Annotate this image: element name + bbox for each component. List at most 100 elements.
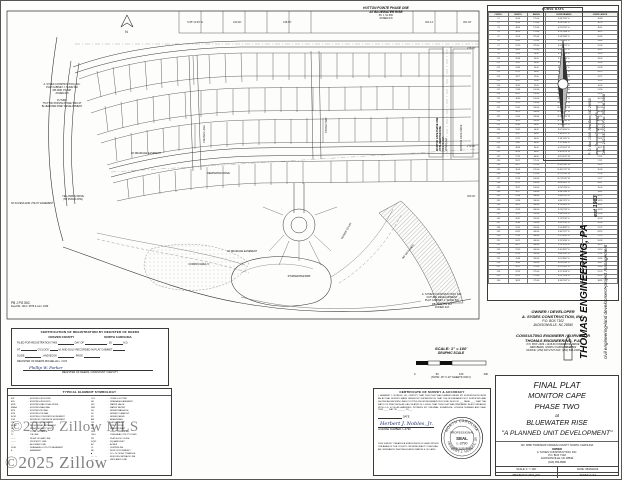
map-label-access-easement: 30' ACCESS AND UTILITY EASEMENT — [11, 202, 54, 205]
symbology-description: EXISTING IRON ROD — [30, 400, 51, 403]
engineer-est-year: est 1983 — [593, 195, 599, 217]
symbology-row: (R):RIGHT-OF-WAY POINT — [11, 428, 88, 431]
symbology-abbr: NF — [91, 449, 94, 452]
title-phase: PHASE TWO — [534, 401, 580, 411]
map-label-stormwater-bmp: STORMWATER BMP — [287, 275, 311, 278]
map-label-drainage-easement: 20' DRAINAGE EASEMENT — [131, 152, 162, 155]
register-book-field[interactable] — [57, 354, 74, 358]
symbology-row: FH:FIRE HYDRANT — [91, 428, 168, 431]
symbology-abbr: —— — [11, 437, 16, 440]
symbology-colon: : — [107, 403, 109, 406]
symbology-colon: : — [107, 455, 109, 458]
symbology-row: D/UE:DRAINAGE & UTILITY EASEMENT — [11, 447, 88, 450]
title-owner-2: P.O. BOX 7102 — [548, 454, 566, 458]
register-month-field[interactable] — [84, 341, 107, 345]
certificate-date-field[interactable] — [378, 415, 402, 419]
symbology-abbr: CM — [11, 422, 15, 425]
symbology-colon: : — [27, 443, 29, 446]
symbology-row: WV:WATER VALVE — [91, 404, 168, 407]
register-title: CERTIFICATION OF REGISTRATION BY REGISTE… — [40, 330, 140, 334]
symbology-colon: : — [107, 428, 109, 431]
symbology-row: (T):TOTAL DISTANCE — [11, 431, 88, 434]
symbology-description: NOW OR FORMERLY — [110, 449, 131, 452]
symbology-description: WATER VALVE — [110, 403, 125, 406]
title-final-plat: FINAL PLAT — [533, 380, 581, 390]
symbology-abbr: NCGP — [11, 425, 18, 428]
symbology-colon: : — [27, 449, 29, 452]
register-page-field[interactable] — [83, 354, 100, 358]
symbology-colon: : — [27, 425, 29, 428]
symbology-colon: : — [27, 428, 29, 431]
map-street-label-yellowfin: YELLOWFIN DRIVE (50' PUBLIC R/W) — [62, 195, 84, 201]
symbology-abbr: EPK — [11, 410, 16, 413]
symbology-colon: : — [27, 431, 29, 434]
symbology-abbr: TL — [11, 434, 14, 437]
map-label-common-area-c: COMMON AREA 'C' — [188, 263, 210, 266]
graphic-scale-label: GRAPHIC SCALE — [437, 351, 465, 355]
symbology-colon: : — [27, 400, 29, 403]
certificate-signature: Herbert J. Nobles, Jr. — [380, 420, 433, 427]
register-body-3c: , PAGE — [74, 354, 83, 358]
symbology-colon: : — [107, 425, 109, 428]
symbology-colon: : — [27, 397, 29, 400]
symbology-row: ECM:EXISTING CONCRETE MONUMENT — [11, 416, 88, 419]
symbology-description: PLAT BOOK / SLIDE — [110, 437, 130, 440]
symbology-abbr: — · — — [91, 455, 98, 458]
symbology-abbr: SV — [91, 416, 94, 419]
svg-text:361.00': 361.00' — [463, 20, 472, 24]
register-body-2b: O'CLOCK — [37, 348, 49, 352]
svg-text:362.14': 362.14' — [425, 20, 434, 24]
symbology-description: AREA DRAIN — [110, 419, 123, 422]
register-day-field[interactable] — [57, 341, 74, 345]
scale-text: SCALE: 1" = 100' — [434, 346, 468, 351]
register-cabinet-field[interactable] — [113, 348, 126, 352]
symbology-colon: : — [27, 446, 29, 449]
symbology-description: SQUARE FEET — [110, 440, 125, 443]
symbology-row: EMAG:EXISTING MAG NAIL — [11, 407, 88, 410]
symbology-colon: : — [107, 446, 109, 449]
pen-nib-icon — [563, 333, 573, 361]
symbology-colon: : — [107, 410, 109, 413]
devnote-line1: A. SYDES CONSTRUCTION, INC. — [421, 293, 463, 296]
register-time-field[interactable] — [20, 348, 37, 352]
symbology-row: EIR:EXISTING IRON ROD — [11, 401, 88, 404]
title-block: FINAL PLAT MONITOR CAPE PHASE TWO at BLU… — [495, 375, 619, 479]
register-of-deeds-block: CERTIFICATION OF REGISTRATION BY REGISTE… — [11, 328, 169, 386]
register-body-1d: A.D. — [123, 341, 129, 345]
plat-map-drawing: N S 85°12'30" E 240.00' 198.50' 362.14' … — [6, 10, 480, 320]
title-project-sheet-row: PROJECT #: 2012_027 SHEET: 2 of 3 — [496, 472, 618, 479]
symbology-abbr: ECM — [11, 416, 16, 419]
symbology-colon: : — [107, 419, 109, 422]
symbology-colon: : — [107, 437, 109, 440]
future-development-note: A. SYDES CONSTRUCTION, INC. FUTURE DEVEL… — [399, 293, 485, 323]
register-body-2c: M, AND DULY RECORDED IN PLAT CABINET — [58, 348, 113, 352]
symbology-colon: : — [107, 397, 109, 400]
symbology-colon: : — [107, 452, 109, 455]
symbology-colon: : — [27, 403, 29, 406]
engineer-title: CONSULTING ENGINEER / SURVEYOR — [516, 333, 590, 338]
engineer-address-2: NEW BERN, NORTH CAROLINA 28563 — [529, 346, 577, 350]
title-scale-date-row: SCALE: 1" = 100' DATE: 05/26/2014 — [496, 465, 618, 473]
certificate-date-label: DATE — [402, 415, 410, 419]
symbology-abbr: WV — [91, 403, 95, 406]
register-year-field[interactable] — [112, 341, 123, 345]
certificate-of-survey-block: CERTIFICATE OF SURVEY & ACCURACY I, HERB… — [373, 388, 491, 476]
symbology-abbr: EIR — [11, 400, 15, 403]
symbology-abbr: E — [11, 449, 13, 452]
register-slide-field[interactable] — [25, 354, 42, 358]
symbology-row: TL:TIE LINE — [11, 434, 88, 437]
symbology-abbr: SQFT — [91, 440, 97, 443]
symbology-row: EIP:EXISTING IRON PIPE — [11, 398, 88, 401]
symbology-row: PB:PLAT BOOK / SLIDE — [91, 438, 168, 441]
symbology-abbr: ––– — [91, 458, 95, 461]
symbology-description: TOTAL DISTANCE — [30, 431, 48, 434]
svg-text:270.00': 270.00' — [467, 144, 476, 148]
symbology-description: DRAINAGE & UTILITY EASEMENT — [30, 446, 64, 449]
map-left-future-note: A. SYDES CONSTRUCTION, INC. PLAT CABINET… — [41, 83, 83, 108]
register-ampm-field[interactable] — [49, 348, 58, 352]
symbology-row: E:EASEMENT — [11, 450, 88, 453]
map-street-label-deepwater: DEEPWATER DRIVE — [207, 172, 230, 175]
